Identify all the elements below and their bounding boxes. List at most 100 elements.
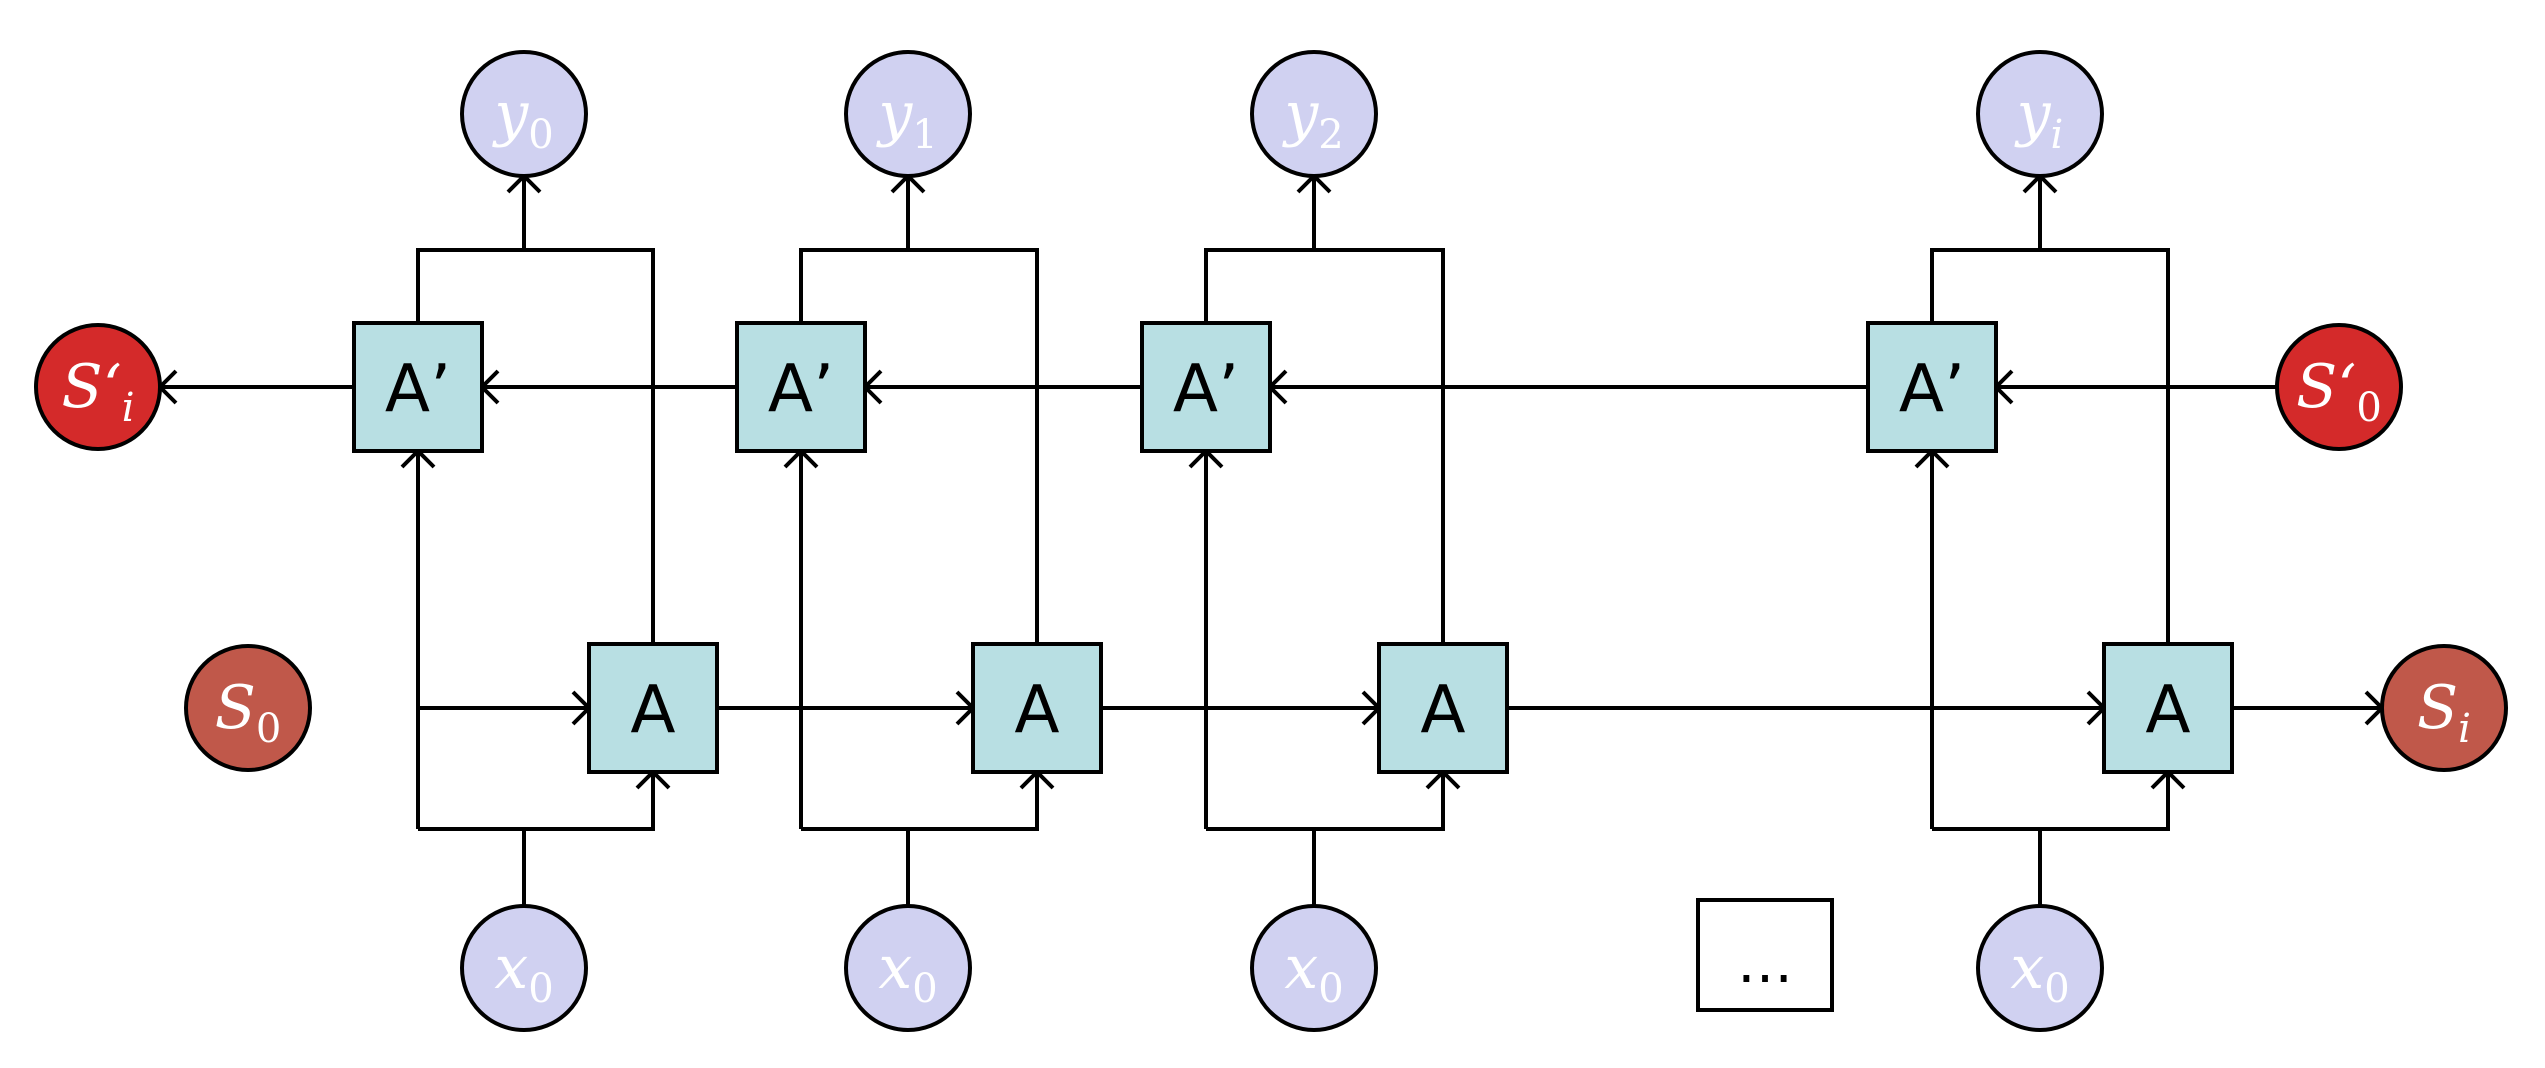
forward-cell-1: A [587, 642, 719, 774]
input-node-3-subscript: 0 [1318, 966, 1343, 1012]
output-node-3-circle [1250, 50, 1378, 178]
input-node-4-circle [1976, 904, 2104, 1032]
output-node-2-circle [844, 50, 972, 178]
output-node-1-circle [460, 50, 588, 178]
backward-initial-state-subscript: 0 [2356, 385, 2381, 431]
forward-initial-state-subscript: 0 [256, 706, 281, 752]
input-node-3: x0 [1250, 904, 1378, 1032]
forward-cell-2: A [971, 642, 1103, 774]
backward-final-state-circle [34, 323, 162, 451]
output-node-1: y0 [460, 50, 588, 178]
forward-cell-4-box [2102, 642, 2234, 774]
ellipsis-label: … [1737, 931, 1793, 996]
forward-cell-4: A [2102, 642, 2234, 774]
backward-cell-3-label: A’ [1173, 351, 1239, 428]
cells: A’ A A’ A A’ A A’ A [352, 321, 2234, 774]
forward-cell-3-label: A [1420, 672, 1465, 749]
backward-cell-3-box [1140, 321, 1272, 453]
connection-wires [160, 176, 2382, 906]
backward-final-state-subscript: i [122, 385, 135, 431]
backward-initial-state-base: S‘ [2296, 352, 2356, 422]
arrowheads [157, 173, 2385, 790]
backward-final-state: S‘i [34, 323, 162, 451]
output-node-2-label: y1 [875, 79, 937, 158]
ellipsis-marker: … [1696, 898, 1834, 1012]
input-rail-1 [418, 772, 655, 831]
backward-initial-state: S‘0 [2275, 323, 2403, 451]
forward-cell-4-label: A [2145, 672, 2190, 749]
output-node-3: y2 [1250, 50, 1378, 178]
ellipsis-box [1696, 898, 1834, 1012]
forward-cell-2-box [971, 642, 1103, 774]
output-node-3-base: y [1281, 79, 1319, 149]
input-node-2-base: x [878, 933, 912, 1003]
forward-cell-1-label: A [630, 672, 675, 749]
forward-cell-2-label: A [1014, 672, 1059, 749]
backward-cell-2-box [735, 321, 867, 453]
input-node-1-label: x0 [494, 933, 553, 1012]
forward-final-state: Si [2380, 644, 2508, 772]
output-node-2: y1 [844, 50, 972, 178]
input-node-1-subscript: 0 [528, 966, 553, 1012]
backward-initial-state-label: S‘0 [2296, 352, 2382, 431]
output-node-4: yi [1976, 50, 2104, 178]
output-node-1-base: y [491, 79, 529, 149]
input-node-4-label: x0 [2010, 933, 2069, 1012]
input-rail-4 [1932, 772, 2170, 831]
backward-cell-3: A’ [1140, 321, 1272, 453]
output-node-3-label: y2 [1281, 79, 1343, 158]
output-node-1-label: y0 [491, 79, 553, 158]
input-node-1: x0 [460, 904, 588, 1032]
forward-final-state-circle [2380, 644, 2508, 772]
backward-cell-4: A’ [1866, 321, 1998, 453]
backward-cell-2-label: A’ [768, 351, 834, 428]
input-node-4: x0 [1976, 904, 2104, 1032]
backward-initial-state-circle [2275, 323, 2403, 451]
input-node-3-base: x [1284, 933, 1318, 1003]
input-node-2: x0 [844, 904, 972, 1032]
forward-cell-1-box [587, 642, 719, 774]
forward-final-state-base: S [2417, 673, 2458, 743]
output-rail-3 [1204, 248, 1445, 644]
output-node-1-subscript: 0 [528, 112, 553, 158]
backward-cell-4-label: A’ [1899, 351, 1965, 428]
output-node-2-base: y [875, 79, 913, 149]
input-node-3-label: x0 [1284, 933, 1343, 1012]
forward-cell-3-box [1377, 642, 1509, 774]
extras: … [1696, 898, 1834, 1012]
backward-final-state-label: S‘i [62, 352, 135, 431]
input-rail-2 [801, 772, 1039, 831]
forward-initial-state-circle [184, 644, 312, 772]
output-node-4-subscript: i [2051, 112, 2064, 158]
input-node-2-subscript: 0 [912, 966, 937, 1012]
input-node-4-base: x [2010, 933, 2044, 1003]
output-rail-4 [1930, 248, 2170, 644]
output-node-4-circle [1976, 50, 2104, 178]
backward-cell-1-box [352, 321, 484, 453]
input-node-3-circle [1250, 904, 1378, 1032]
input-rail-3 [1206, 772, 1445, 831]
backward-cell-4-box [1866, 321, 1998, 453]
forward-final-state-subscript: i [2458, 706, 2471, 752]
input-node-4-subscript: 0 [2044, 966, 2069, 1012]
backward-cell-1-label: A’ [385, 351, 451, 428]
output-rail-1 [416, 248, 655, 644]
forward-initial-state: S0 [184, 644, 312, 772]
output-node-3-subscript: 2 [1318, 112, 1343, 158]
output-rail-2 [799, 248, 1039, 644]
output-node-4-base: y [2014, 79, 2052, 149]
forward-cell-3: A [1377, 642, 1509, 774]
output-node-2-subscript: 1 [912, 112, 937, 158]
output-node-4-label: yi [2014, 79, 2064, 158]
forward-initial-state-label: S0 [215, 673, 282, 752]
backward-cell-1: A’ [352, 321, 484, 453]
backward-cell-2: A’ [735, 321, 867, 453]
forward-initial-state-base: S [215, 673, 256, 743]
input-node-2-label: x0 [878, 933, 937, 1012]
backward-final-state-base: S‘ [62, 352, 122, 422]
forward-final-state-label: Si [2417, 673, 2471, 752]
input-node-1-base: x [494, 933, 528, 1003]
input-node-2-circle [844, 904, 972, 1032]
